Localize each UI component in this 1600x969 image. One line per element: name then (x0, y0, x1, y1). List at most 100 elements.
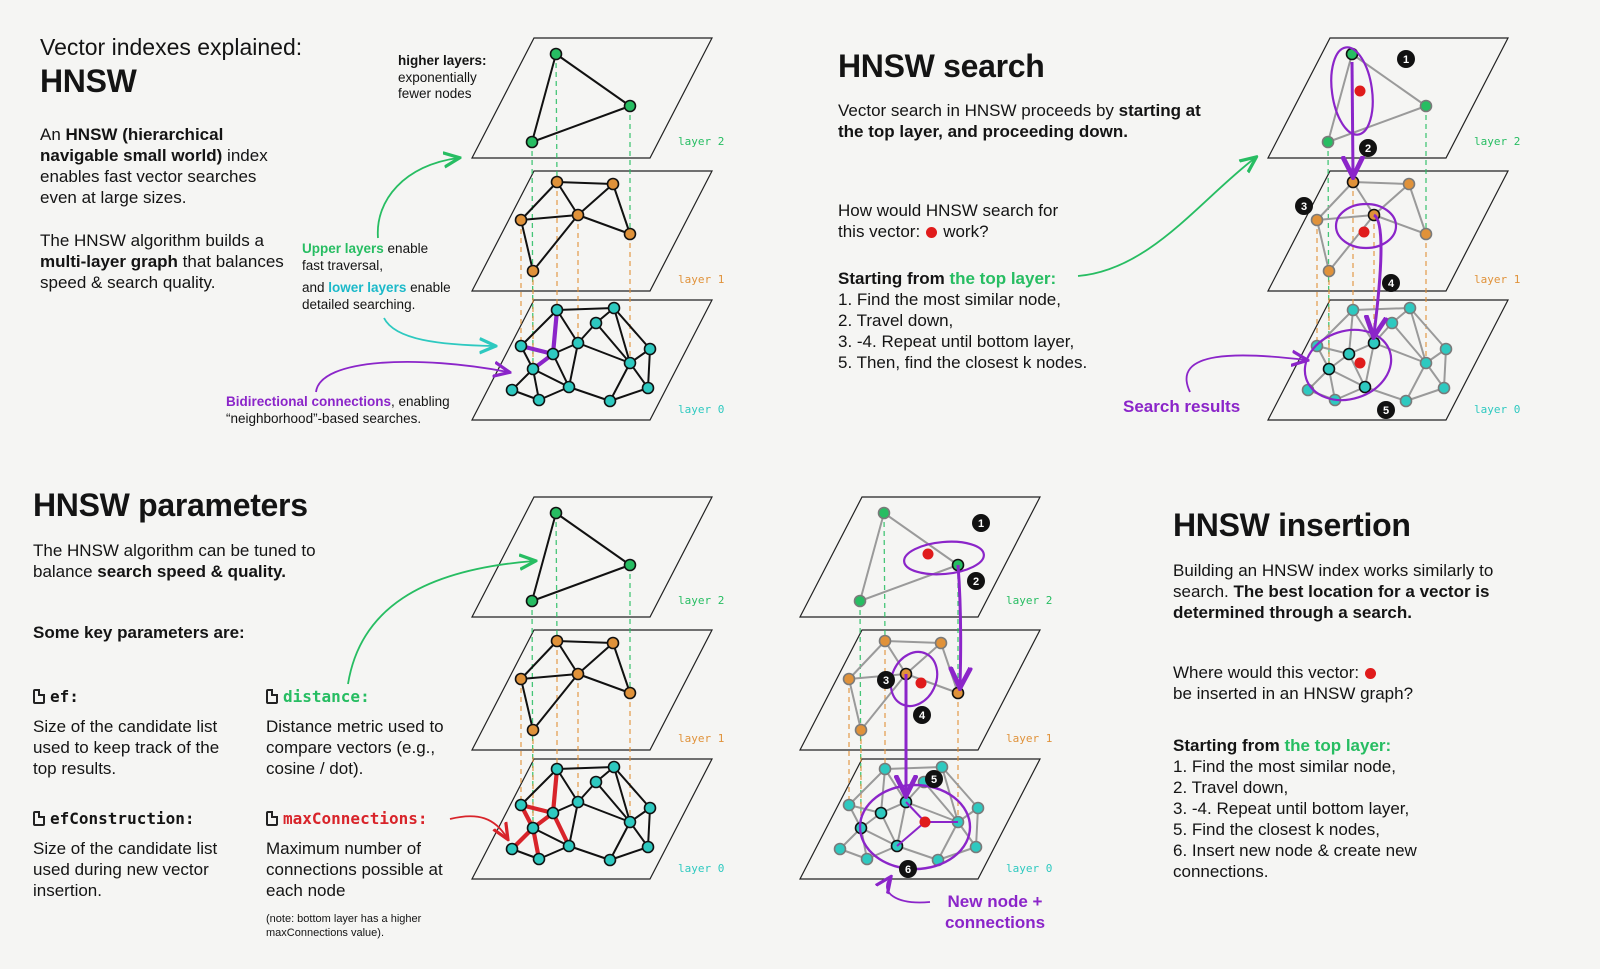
graph-node (546, 347, 560, 361)
graph-edge (520, 678, 534, 731)
step-badge-number: 4 (919, 710, 926, 722)
graph-node (623, 227, 637, 241)
graph-node (525, 135, 539, 149)
graph-edge (609, 387, 649, 402)
graph-node (643, 801, 657, 815)
graph-edge (520, 214, 579, 221)
param-maxconnections-desc: Maximum number of connections possible a… (266, 839, 443, 900)
layer-label: layer 2 (678, 594, 724, 607)
insertion-step: 6. Insert new node & create new connecti… (1173, 841, 1417, 881)
layer-link (555, 53, 558, 183)
graph-edge (880, 768, 886, 814)
graph-node (854, 723, 868, 737)
graph-node (842, 672, 856, 686)
explained-title: HNSW (40, 63, 137, 99)
graph-node (526, 821, 540, 835)
graph-edge (1391, 322, 1427, 364)
graph-edge (1373, 342, 1427, 364)
param-ef: ef: (33, 687, 79, 707)
graph-edge (883, 512, 959, 566)
graph-edge (860, 673, 907, 731)
graph-edge (520, 309, 558, 347)
layer-label: layer 1 (678, 732, 724, 745)
graph-edge (520, 181, 558, 221)
graph-node (571, 667, 585, 681)
param-efconstruction-desc: Size of the candidate list used during n… (33, 839, 218, 900)
graph-node (1346, 303, 1360, 317)
graph-node (1358, 380, 1372, 394)
layer-label: layer 0 (1006, 862, 1052, 875)
graph-node (571, 208, 585, 222)
step-badge (899, 860, 917, 878)
graph-node (623, 356, 637, 370)
graph-node (550, 175, 564, 189)
graph-node (603, 853, 617, 867)
graph-edge (577, 642, 614, 675)
graph-edge (1328, 214, 1375, 272)
search-ellipse (903, 540, 985, 576)
layer-plane (471, 758, 713, 880)
graph-edge (859, 512, 885, 602)
graph-node (877, 506, 891, 520)
graph-edge (532, 214, 579, 272)
graph-edge (1327, 53, 1353, 143)
new-vector-icon (1365, 668, 1377, 680)
query-vector (915, 677, 927, 689)
lower-layers-note: and lower layers enable detailed searchi… (302, 280, 451, 312)
graph-node (550, 634, 564, 648)
search-ellipse (1303, 328, 1393, 402)
graph-node (643, 342, 657, 356)
layer-label: layer 1 (1474, 273, 1520, 286)
new-node-arrow (887, 878, 931, 904)
step-badge-number: 5 (1383, 405, 1389, 417)
graph-edge (609, 846, 649, 861)
graph-node (505, 383, 519, 397)
graph-edge (859, 564, 959, 602)
graph-edge (1405, 387, 1445, 402)
new-node-label: New node + connections (944, 892, 1046, 932)
graph-edge (568, 845, 611, 861)
graph-node (1439, 342, 1453, 356)
graph-edge (941, 766, 979, 809)
graph-edge (531, 512, 557, 602)
graph-node (1321, 135, 1335, 149)
upper-layers-note: Upper layers enable fast traversal, (302, 241, 429, 273)
graph-node (532, 393, 546, 407)
graph-edge (595, 781, 631, 823)
graph-edge (532, 673, 579, 731)
graph-node (623, 99, 637, 113)
graph-node (833, 842, 847, 856)
graph-node (971, 801, 985, 815)
graph-edge (613, 307, 631, 364)
graph-node (525, 594, 539, 608)
insertion-step: 2. Travel down, (1173, 778, 1289, 797)
params-title: HNSW parameters (33, 487, 308, 523)
insertion-paragraph: Building an HNSW index works similarly t… (1173, 561, 1494, 622)
graph-node (935, 760, 949, 774)
graph-node (1310, 213, 1324, 227)
graph-edge (1316, 219, 1330, 272)
graph-edge (1327, 105, 1427, 143)
graph-edge (1328, 368, 1366, 388)
graph-node (878, 762, 892, 776)
graph-edge (531, 105, 631, 143)
layer-link (883, 512, 886, 642)
step-badge (1295, 197, 1313, 215)
step-badge (1359, 139, 1377, 157)
graph-edge (556, 181, 614, 185)
search-results-label: Search results (1123, 397, 1241, 416)
layer-plane (799, 496, 1041, 618)
graph-edge (612, 642, 631, 694)
graph-edge (531, 564, 631, 602)
layer-link (531, 600, 534, 829)
graph-node (514, 213, 528, 227)
query-vector (922, 548, 934, 560)
step-badge-number: 6 (905, 864, 911, 876)
step-badge (967, 572, 985, 590)
insertion-step: 5. Find the closest k nodes, (1173, 820, 1380, 839)
graph-node (1346, 175, 1360, 189)
layer-label: layer 2 (1006, 594, 1052, 607)
param-ef-desc: Size of the candidate list used to keep … (33, 717, 220, 778)
